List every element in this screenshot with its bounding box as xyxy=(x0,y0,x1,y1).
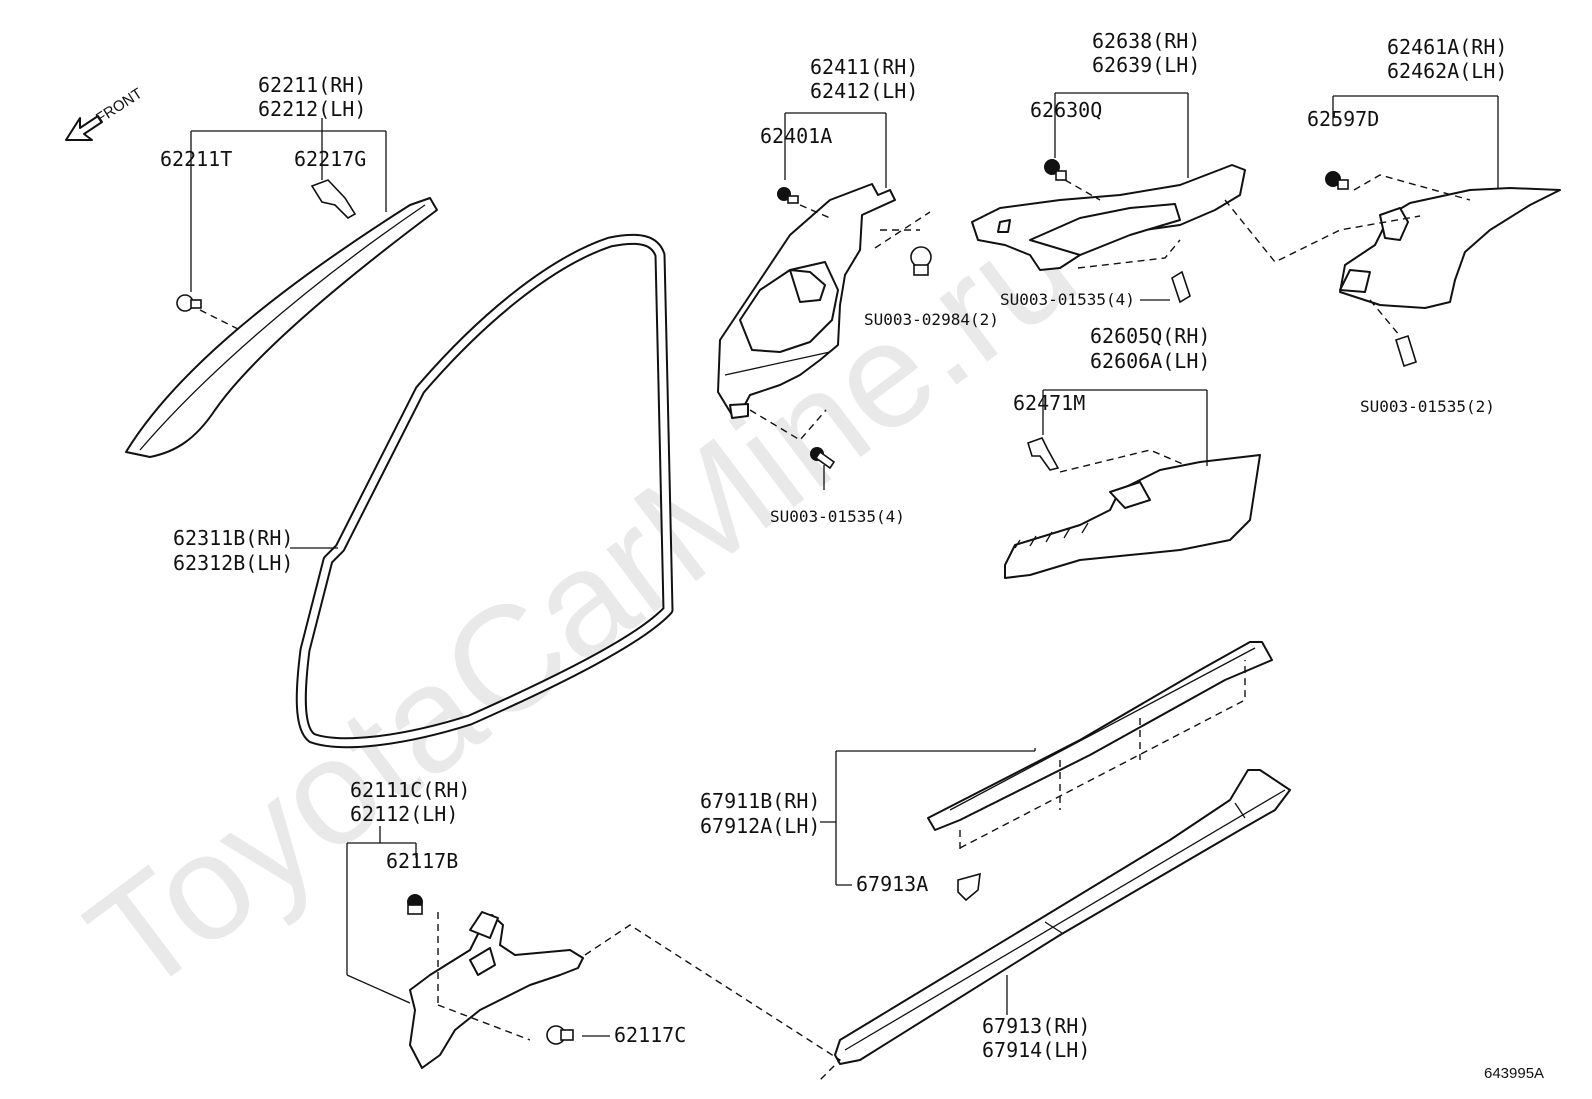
label-62117c: 62117C xyxy=(614,1023,686,1047)
clip-62211t-icon xyxy=(176,294,202,312)
label-62411: 62411(RH) xyxy=(810,55,918,79)
label-62462a: 62462A(LH) xyxy=(1387,59,1507,83)
front-arrow-icon xyxy=(65,115,103,141)
label-62461a: 62461A(RH) xyxy=(1387,35,1507,59)
label-62412: 62412(LH) xyxy=(810,79,918,103)
clip-67913a-icon xyxy=(957,872,981,902)
label-62605q: 62605Q(RH) xyxy=(1090,324,1210,348)
screw-su003-01535-a-icon xyxy=(810,447,836,470)
label-62117b: 62117B xyxy=(386,849,458,873)
label-62606a: 62606A(LH) xyxy=(1090,349,1210,373)
cowl-side-trim xyxy=(409,911,584,1069)
label-62639: 62639(LH) xyxy=(1092,53,1200,77)
screw-su003-02984-icon xyxy=(910,246,932,276)
front-pillar-garnish xyxy=(125,197,438,458)
label-62401a: 62401A xyxy=(760,124,832,148)
label-62217g: 62217G xyxy=(294,147,366,171)
clip-62117b-icon xyxy=(407,894,423,915)
label-67912a: 67912A(LH) xyxy=(700,814,820,838)
clip-62401a-icon xyxy=(777,187,799,204)
quarter-trim-panel xyxy=(1004,454,1261,579)
label-su003-01535-b: SU003-01535(4) xyxy=(1000,290,1135,309)
label-62471m: 62471M xyxy=(1013,391,1085,415)
screw-su003-01535-c-icon xyxy=(1395,334,1417,368)
center-pillar-garnish-upper xyxy=(717,183,896,419)
scuff-plate-upper xyxy=(927,641,1273,831)
label-62111c: 62111C(RH) xyxy=(350,778,470,802)
label-62311b: 62311B(RH) xyxy=(173,526,293,550)
diagram-id: 643995A xyxy=(1484,1065,1544,1082)
screw-su003-01535-b-icon xyxy=(1171,270,1191,304)
front-label: FRONT xyxy=(93,85,146,127)
label-67911b: 67911B(RH) xyxy=(700,789,820,813)
label-62312b: 62312B(LH) xyxy=(173,551,293,575)
label-62211t: 62211T xyxy=(160,147,232,171)
clip-62217g-icon xyxy=(310,179,357,219)
clip-62597d-icon xyxy=(1325,171,1349,190)
clip-62630q-icon xyxy=(1044,159,1067,181)
door-scuff-plate xyxy=(834,769,1291,1065)
clip-62117c-icon xyxy=(546,1025,574,1045)
label-su003-02984: SU003-02984(2) xyxy=(864,310,999,329)
label-62212: 62212(LH) xyxy=(258,97,366,121)
rear-pillar-garnish xyxy=(1339,187,1561,309)
label-67913a: 67913A xyxy=(856,872,928,896)
clip-62471m-icon xyxy=(1027,437,1060,471)
label-62597d: 62597D xyxy=(1307,107,1379,131)
label-67913: 67913(RH) xyxy=(982,1014,1090,1038)
watermark: ToyotaCarMine.ru xyxy=(58,179,1105,1026)
label-su003-01535-a: SU003-01535(4) xyxy=(770,507,905,526)
roof-side-garnish xyxy=(971,164,1246,271)
label-67914: 67914(LH) xyxy=(982,1038,1090,1062)
label-62112: 62112(LH) xyxy=(350,802,458,826)
label-62211: 62211(RH) xyxy=(258,73,366,97)
label-62638: 62638(RH) xyxy=(1092,29,1200,53)
label-62630q: 62630Q xyxy=(1030,98,1102,122)
label-su003-01535-c: SU003-01535(2) xyxy=(1360,397,1495,416)
door-opening-weatherstrip xyxy=(295,233,674,749)
